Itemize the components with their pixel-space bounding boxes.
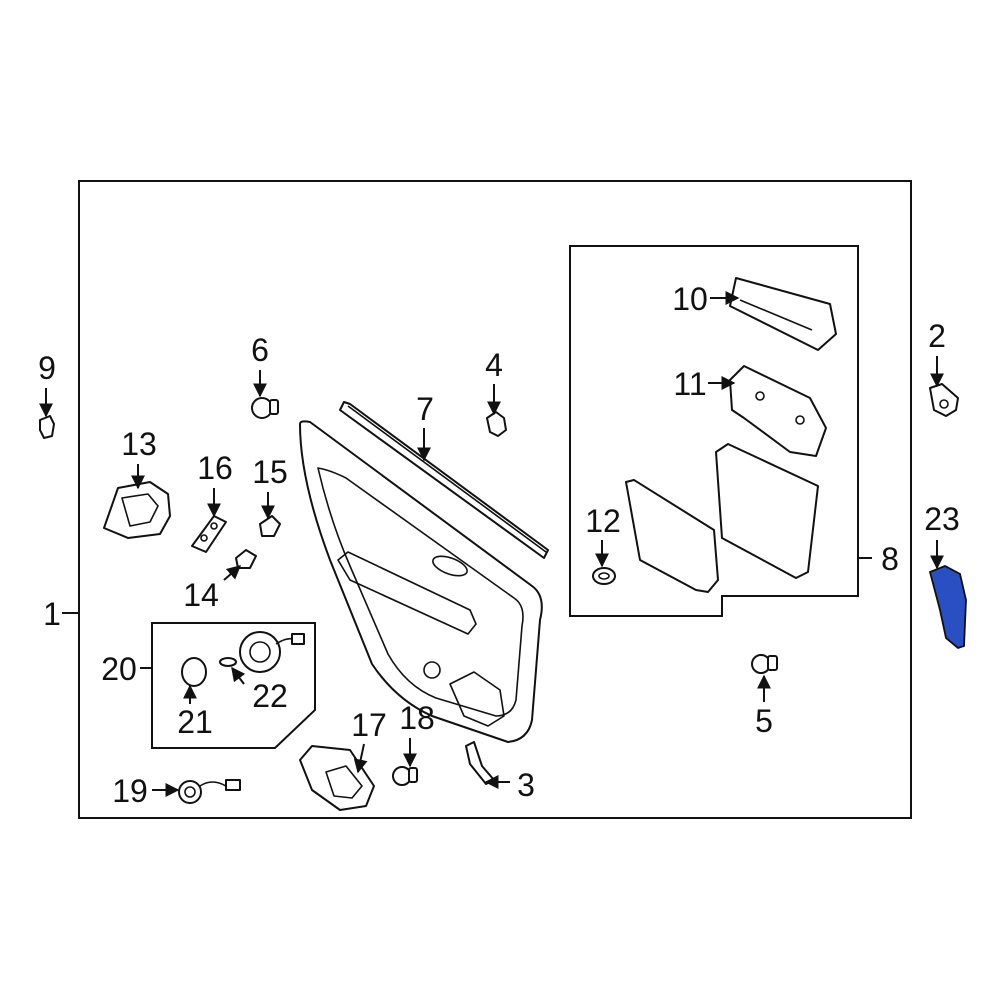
part-23-highlighted-trim-cover bbox=[928, 565, 967, 650]
arrow-22 bbox=[231, 666, 246, 685]
part-10-armrest-pad bbox=[729, 277, 837, 351]
part-9-clip bbox=[39, 415, 55, 439]
callout-6: 6 bbox=[251, 332, 269, 368]
door-trim-panel bbox=[299, 420, 543, 743]
part-22-clip bbox=[219, 657, 237, 667]
part-5-push-clip bbox=[751, 654, 778, 674]
callout-13: 13 bbox=[121, 426, 157, 462]
part-7-belt-weatherstrip bbox=[339, 401, 549, 559]
door-speaker bbox=[239, 631, 305, 673]
callout-1: 1 bbox=[43, 596, 61, 632]
callout-17: 17 bbox=[351, 707, 387, 743]
part-16-switch-bracket bbox=[191, 515, 227, 553]
callout-9: 9 bbox=[38, 350, 56, 386]
part-21-speaker-cover bbox=[181, 657, 207, 687]
main-assembly-frame bbox=[78, 180, 912, 819]
part-11-armrest-bracket bbox=[729, 365, 827, 457]
part-19-tweeter-speaker bbox=[178, 779, 241, 804]
arrow-14 bbox=[223, 565, 242, 581]
callout-8: 8 bbox=[881, 541, 899, 577]
part-18-push-clip bbox=[392, 766, 418, 786]
callout-23: 23 bbox=[924, 501, 960, 537]
part-15-clip bbox=[259, 515, 281, 537]
callout-18: 18 bbox=[399, 700, 435, 736]
callout-12: 12 bbox=[585, 503, 621, 539]
speaker-group-frame bbox=[151, 622, 316, 749]
callout-2: 2 bbox=[928, 318, 946, 354]
callout-22: 22 bbox=[252, 678, 288, 714]
part-14-clip bbox=[235, 549, 257, 569]
part-13-handle-bezel bbox=[103, 481, 171, 539]
callout-11: 11 bbox=[673, 366, 706, 402]
armrest-inner-panel bbox=[625, 479, 719, 593]
part-4-clip bbox=[486, 411, 507, 437]
armrest-base-panel bbox=[715, 443, 819, 579]
callout-16: 16 bbox=[197, 450, 233, 486]
arrow-17 bbox=[353, 743, 368, 774]
callout-19: 19 bbox=[112, 773, 148, 809]
callout-7: 7 bbox=[416, 391, 434, 427]
callout-4: 4 bbox=[485, 347, 503, 383]
callout-15: 15 bbox=[252, 454, 288, 490]
part-3-bracket bbox=[465, 741, 495, 785]
part-2-bracket bbox=[929, 383, 959, 417]
part-12-grommet bbox=[592, 567, 616, 585]
callout-10: 10 bbox=[672, 281, 708, 317]
callout-3: 3 bbox=[517, 767, 535, 803]
callout-14: 14 bbox=[183, 577, 219, 613]
callout-20: 20 bbox=[101, 651, 137, 687]
armrest-group-frame bbox=[569, 245, 859, 617]
callout-5: 5 bbox=[755, 703, 773, 739]
part-6-push-clip bbox=[251, 397, 279, 419]
callout-21: 21 bbox=[177, 704, 213, 740]
part-17-speaker-grille bbox=[299, 745, 375, 811]
